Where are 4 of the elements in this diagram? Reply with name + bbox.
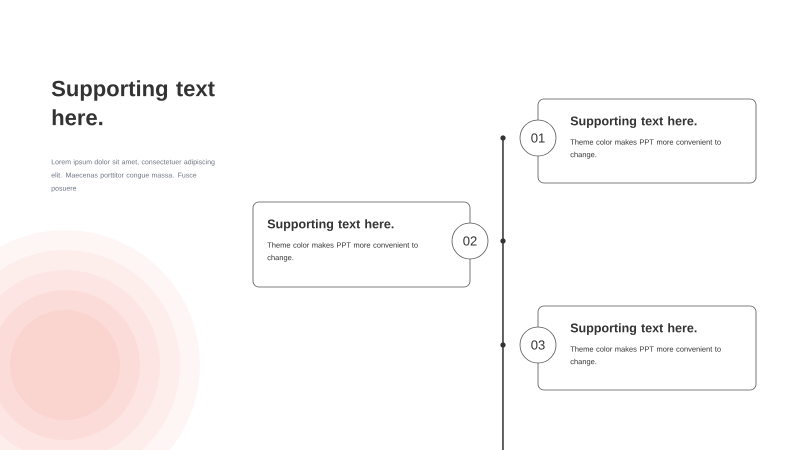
title: Supporting text here.	[52, 80, 215, 126]
card-heading: Supporting text here.	[268, 219, 394, 231]
card-heading: Supporting text here.	[570, 116, 696, 128]
card-heading: Supporting text here.	[570, 323, 696, 335]
